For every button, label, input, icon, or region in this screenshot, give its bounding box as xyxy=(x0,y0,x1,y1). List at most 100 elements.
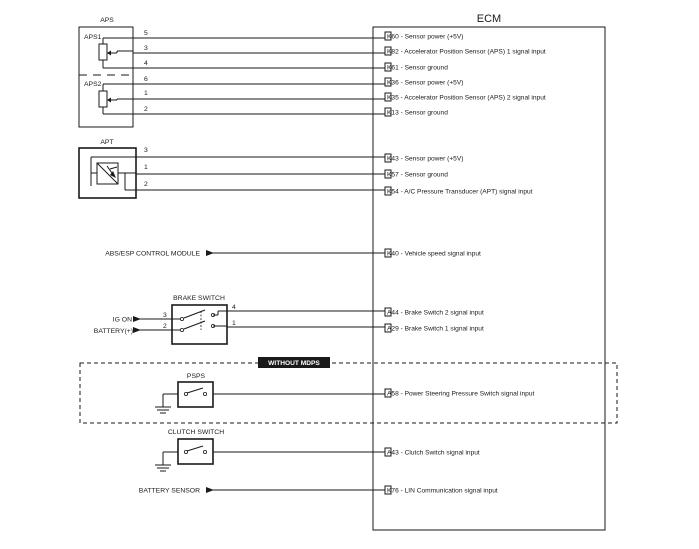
svg-text:K60 - Sensor power (+5V): K60 - Sensor power (+5V) xyxy=(387,34,463,41)
aps-pin-6: 6 xyxy=(144,76,148,83)
ecm-pin-code: K61 xyxy=(387,65,399,72)
ecm-pin-k76: K76 - LIN Communication signal input xyxy=(384,485,498,495)
ecm-pin-k61: K61 - Sensor ground xyxy=(384,62,448,72)
battery-sensor-label: BATTERY SENSOR xyxy=(139,488,200,495)
ecm-pin-code: A44 xyxy=(387,310,399,317)
svg-text:K35 - Accelerator Position Sen: K35 - Accelerator Position Sensor (APS) … xyxy=(387,95,546,102)
ecm-pin-a29: A29 - Brake Switch 1 signal input xyxy=(384,323,484,333)
svg-text:A58 - Power Steering Pressure: A58 - Power Steering Pressure Switch sig… xyxy=(387,391,535,398)
ecm-pin-code: K57 xyxy=(387,172,399,179)
svg-text:K61 - Sensor ground: K61 - Sensor ground xyxy=(387,65,448,72)
svg-text:A43 - Clutch Switch signal inp: A43 - Clutch Switch signal input xyxy=(387,450,480,457)
ecm-pin-k35: K35 - Accelerator Position Sensor (APS) … xyxy=(384,92,546,102)
aps-pin-3: 3 xyxy=(144,45,148,52)
abs-esp-link: ABS/ESP CONTROL MODULE xyxy=(105,250,385,258)
ecm-pin-signal: Sensor ground xyxy=(405,172,449,179)
ecm-pin-code: A58 xyxy=(387,391,399,398)
brake-switch-label: BRAKE SWITCH xyxy=(173,295,225,302)
aps2-label: APS2 xyxy=(84,81,102,88)
brake-pin-4: 4 xyxy=(232,304,236,311)
abs-esp-module-label: ABS/ESP CONTROL MODULE xyxy=(105,251,200,258)
clutch-switch-icon xyxy=(183,445,207,454)
ecm-pin-signal: A/C Pressure Transducer (APT) signal inp… xyxy=(404,189,532,196)
brake-switch-contacts-icon xyxy=(179,309,227,332)
ecm-pin-code: K40 xyxy=(387,251,399,258)
without-mdps-label: WITHOUT MDPS xyxy=(268,360,320,367)
ecm-pin-signal: Vehicle speed signal input xyxy=(405,251,481,258)
svg-text:K82 - Accelerator Position Sen: K82 - Accelerator Position Sensor (APS) … xyxy=(387,49,546,56)
ecm-pin-code: K35 xyxy=(387,95,399,102)
ecm-pin-signal: Sensor power (+5V) xyxy=(405,80,464,87)
psps-ground-icon xyxy=(155,406,171,414)
ecm-pin-k82: K82 - Accelerator Position Sensor (APS) … xyxy=(384,46,546,56)
apt-pin-2: 2 xyxy=(144,181,148,188)
psps-switch-icon xyxy=(183,387,207,396)
ecm-pin-k57: K57 - Sensor ground xyxy=(384,169,449,179)
svg-text:K54 - A/C Pressure Transducer: K54 - A/C Pressure Transducer (APT) sign… xyxy=(387,189,533,196)
ecm-pin-a58: A58 - Power Steering Pressure Switch sig… xyxy=(384,388,535,398)
aps-pin-1: 1 xyxy=(144,90,148,97)
clutch-switch: CLUTCH SWITCH xyxy=(155,429,385,472)
without-mdps-section: WITHOUT MDPS PSPS xyxy=(79,357,618,424)
ecm-pin-code: K13 xyxy=(387,110,399,117)
ecm-pin-code: K76 xyxy=(387,488,399,495)
aps1-label: APS1 xyxy=(84,34,102,41)
ecm-block: ECM xyxy=(372,13,606,531)
apt-pin-1: 1 xyxy=(144,164,148,171)
battery-sensor-link: BATTERY SENSOR xyxy=(139,487,385,495)
apt-label: APT xyxy=(100,139,113,146)
ecm-pin-code: K60 xyxy=(387,34,399,41)
without-mdps-badge xyxy=(258,357,330,368)
ig-on-label: IG ON xyxy=(113,317,132,324)
brake-pin-1: 1 xyxy=(232,320,236,327)
ecm-pin-code: K82 xyxy=(387,49,399,56)
ecm-pin-signal: Brake Switch 1 signal input xyxy=(405,326,484,333)
ecm-pin-signal: Accelerator Position Sensor (APS) 2 sign… xyxy=(404,95,546,102)
ecm-pin-code: K36 xyxy=(387,80,399,87)
ecm-pin-code: K43 xyxy=(387,156,399,163)
ecm-pin-code: A43 xyxy=(387,450,399,457)
ecm-pin-signal: Brake Switch 2 signal input xyxy=(405,310,484,317)
aps-pin-4: 4 xyxy=(144,60,148,67)
ecm-pin-signal: Sensor ground xyxy=(405,65,449,72)
ecm-pin-list: K60 - Sensor power (+5V) K82 - Accelerat… xyxy=(384,31,546,495)
ecm-pin-k54: K54 - A/C Pressure Transducer (APT) sign… xyxy=(384,186,533,196)
pressure-transducer-icon xyxy=(96,162,119,185)
clutch-switch-label: CLUTCH SWITCH xyxy=(168,429,224,436)
apt-sensor: APT 3 1 2 xyxy=(78,139,385,199)
clutch-ground-icon xyxy=(155,464,171,472)
svg-text:K40 - Vehicle speed signal inp: K40 - Vehicle speed signal input xyxy=(387,251,481,258)
brake-pin-2: 2 xyxy=(163,323,167,330)
ecm-pin-signal: Sensor power (+5V) xyxy=(405,156,464,163)
svg-text:K13 - Sensor ground: K13 - Sensor ground xyxy=(387,110,448,117)
ecm-pin-signal: Sensor power (+5V) xyxy=(405,34,464,41)
battery-plus-label: BATTERY(+) xyxy=(94,328,133,335)
ecm-pin-signal: Accelerator Position Sensor (APS) 1 sign… xyxy=(404,49,546,56)
aps-label: APS xyxy=(100,17,114,24)
ecm-title: ECM xyxy=(477,13,501,25)
apt-pin-3: 3 xyxy=(144,147,148,154)
ecm-pin-a43: A43 - Clutch Switch signal input xyxy=(384,447,480,457)
svg-text:A29 - Brake Switch 1 signal in: A29 - Brake Switch 1 signal input xyxy=(387,326,484,333)
ecm-pin-signal: Clutch Switch signal input xyxy=(405,450,480,457)
ecm-pin-code: K54 xyxy=(387,189,399,196)
brake-pin-3: 3 xyxy=(163,312,167,319)
ecm-pin-k60: K60 - Sensor power (+5V) xyxy=(384,31,463,41)
ecm-pin-signal: Power Steering Pressure Switch signal in… xyxy=(405,391,535,398)
ecm-pin-k40: K40 - Vehicle speed signal input xyxy=(384,248,481,258)
ecm-pin-k36: K36 - Sensor power (+5V) xyxy=(384,77,464,87)
ecm-pin-signal: LIN Communication signal input xyxy=(405,488,498,495)
svg-text:K43 - Sensor power (+5V): K43 - Sensor power (+5V) xyxy=(387,156,463,163)
ecm-pin-signal: Sensor ground xyxy=(405,110,449,117)
svg-text:K76 - LIN Communication signal: K76 - LIN Communication signal input xyxy=(387,488,498,495)
ecm-pin-k43: K43 - Sensor power (+5V) xyxy=(384,153,463,163)
ecm-pin-k13: K13 - Sensor ground xyxy=(384,107,448,117)
brake-switch: BRAKE SWITCH IG ON BATTERY(+) 3 2 4 1 xyxy=(94,295,385,345)
psps-label: PSPS xyxy=(187,373,206,380)
svg-text:A44 - Brake Switch 2 signal in: A44 - Brake Switch 2 signal input xyxy=(387,310,484,317)
aps-sensor: APS APS1 APS2 xyxy=(78,17,385,128)
ecm-pin-code: A29 xyxy=(387,326,399,333)
aps-pin-2: 2 xyxy=(144,106,148,113)
aps-pin-5: 5 xyxy=(144,30,148,37)
